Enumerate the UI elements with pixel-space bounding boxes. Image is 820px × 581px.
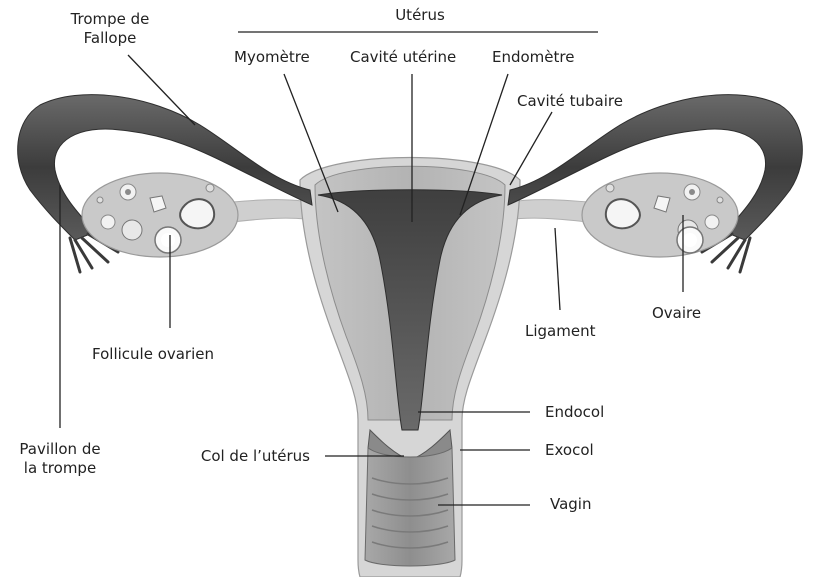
label-endocervix: Endocol	[545, 403, 604, 422]
leader-ligament	[555, 228, 560, 310]
ovary-right	[582, 173, 738, 257]
label-ovary: Ovaire	[652, 304, 701, 323]
ovary-left	[82, 173, 238, 257]
label-fallopian-tube-line1: Trompe de	[50, 10, 170, 29]
label-uterine-cavity: Cavité utérine	[350, 48, 456, 67]
leader-tubal-cavity	[510, 112, 552, 185]
label-myometrium: Myomètre	[234, 48, 310, 67]
label-fallopian-tube: Trompe de Fallope	[50, 10, 170, 48]
label-fallopian-tube-line2: Fallope	[50, 29, 170, 48]
label-vagina: Vagin	[550, 495, 591, 514]
label-cervix: Col de l’utérus	[150, 447, 310, 466]
label-fimbriae: Pavillon de la trompe	[0, 440, 120, 478]
label-ovarian-follicle: Follicule ovarien	[92, 345, 214, 364]
label-ectocervix: Exocol	[545, 441, 594, 460]
label-fimbriae-line1: Pavillon de	[0, 440, 120, 459]
label-endometrium: Endomètre	[492, 48, 574, 67]
label-uterus: Utérus	[370, 6, 470, 25]
label-fimbriae-line2: la trompe	[0, 459, 120, 478]
label-ligament: Ligament	[525, 322, 595, 341]
label-tubal-cavity: Cavité tubaire	[517, 92, 623, 111]
